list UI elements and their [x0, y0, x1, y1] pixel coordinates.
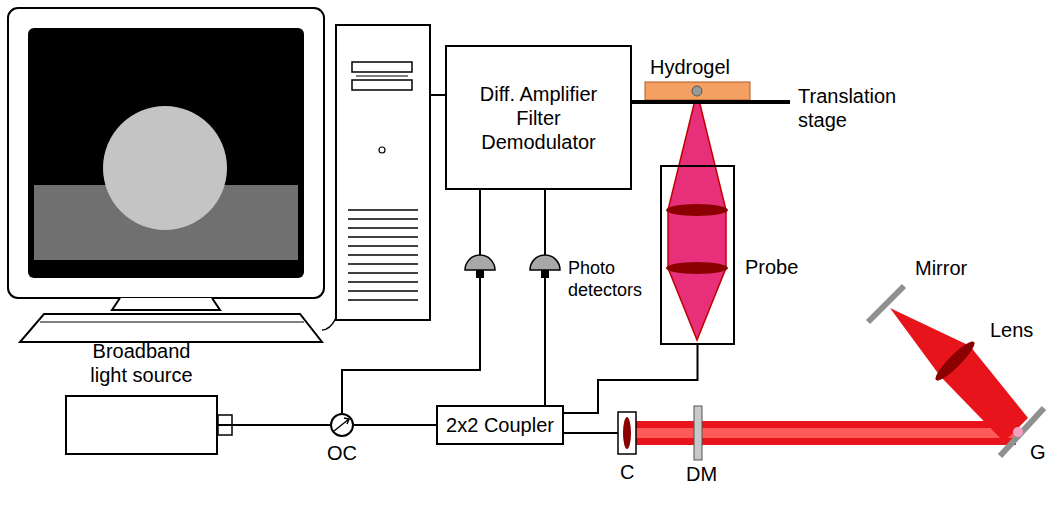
node-label: Probe	[745, 255, 798, 279]
drive-bay	[352, 62, 412, 72]
detector-pin	[476, 270, 484, 278]
vent-slot	[348, 272, 418, 274]
coupler-box: 2x2 Coupler	[436, 405, 564, 445]
monitor-stand	[112, 298, 220, 310]
vent-slot	[348, 254, 418, 256]
signal-wire	[544, 190, 546, 256]
fiber-line	[218, 424, 330, 426]
screen	[28, 28, 304, 278]
source-box: Broadband light source	[65, 395, 218, 455]
fiber	[342, 278, 480, 413]
vent-slot	[348, 299, 418, 301]
probe-lens	[666, 204, 728, 216]
sample-bead	[692, 86, 702, 96]
photodetector	[530, 255, 560, 270]
mirror	[868, 286, 904, 322]
vent-slot	[348, 227, 418, 229]
vent-slot	[348, 281, 418, 283]
data-cable	[430, 94, 445, 96]
part-label: Translation stage	[798, 84, 913, 132]
vent-slot	[348, 236, 418, 238]
screen-disc	[103, 106, 227, 230]
dispersion-material	[694, 406, 702, 460]
fiber	[544, 278, 546, 405]
circulator-arrow	[334, 419, 349, 431]
drive-bay	[352, 80, 412, 90]
collimator-lens	[623, 417, 631, 449]
part-label: DM	[686, 462, 717, 486]
reference-beam-core	[636, 428, 1016, 438]
vent-slot	[348, 290, 418, 292]
probe-housing: Probe	[660, 165, 735, 345]
part-label: Lens	[990, 318, 1033, 342]
keyboard-cable	[322, 318, 336, 330]
fiber-line	[564, 345, 698, 413]
grating-spot	[1013, 427, 1023, 437]
part-label: Hydrogel	[650, 55, 730, 79]
part-label: G	[1030, 440, 1046, 464]
probe-lens	[666, 262, 728, 274]
vent-slot	[348, 209, 418, 211]
node-label: 2x2 Coupler	[446, 413, 554, 437]
vent-slot	[348, 263, 418, 265]
vent-slot	[348, 245, 418, 247]
circulator-arrowhead	[344, 418, 349, 424]
vent-slot	[348, 218, 418, 220]
translation-stage	[620, 100, 790, 104]
circulator: OC	[330, 413, 354, 437]
part-label: C	[620, 460, 634, 484]
keyboard	[20, 314, 322, 342]
fiber-line	[354, 424, 436, 426]
lens	[932, 338, 979, 385]
power-button	[379, 147, 385, 153]
node-label: OC	[327, 441, 357, 465]
detector-pin	[541, 270, 549, 278]
photodetector	[465, 255, 495, 270]
collimator	[618, 412, 636, 454]
instrument-box: Diff. Amplifier Filter Demodulator	[445, 45, 632, 190]
vent-grille	[348, 210, 418, 300]
node-label: Broadband light source	[77, 339, 207, 387]
part-label: Photo detectors	[568, 258, 652, 301]
hydrogel	[645, 82, 750, 100]
node-label: Diff. Amplifier Filter Demodulator	[464, 82, 614, 154]
signal-wire	[479, 190, 481, 256]
monitor	[8, 8, 324, 298]
drive-slot	[356, 76, 408, 77]
part-label: Mirror	[915, 256, 967, 280]
reference-beam	[636, 421, 1016, 445]
computer-tower	[336, 25, 430, 320]
keyboard-row	[40, 322, 304, 323]
